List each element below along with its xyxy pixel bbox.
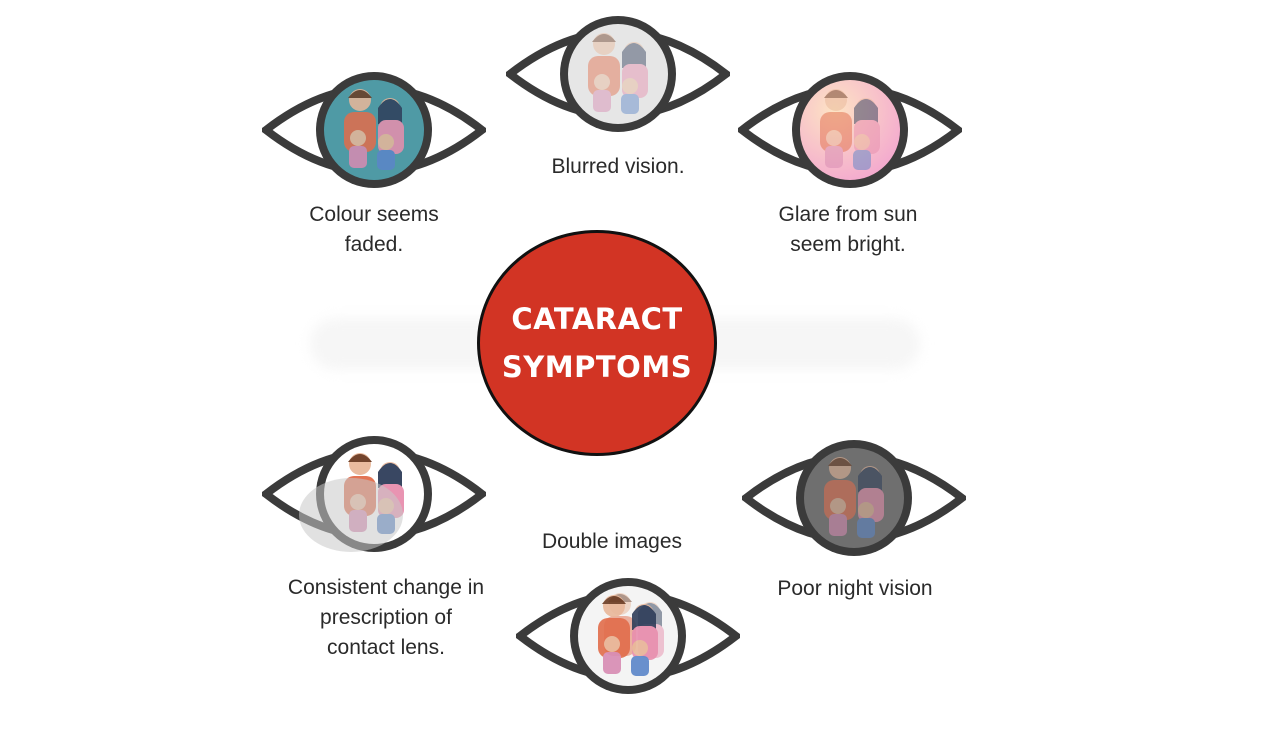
symptom-label-lens-change: Consistent change in prescription of con… xyxy=(287,576,485,659)
eye-glare-icon xyxy=(738,68,962,192)
center-title: CATARACT SYMPTOMS xyxy=(501,302,693,384)
eye-faded-icon xyxy=(262,68,486,192)
contact-lens-overlay xyxy=(299,478,403,552)
symptom-label-double: Double images xyxy=(541,530,683,553)
eye-night-icon xyxy=(742,436,966,560)
eye-blurred-icon xyxy=(506,12,730,136)
symptom-label-glare: Glare from sun seem bright. xyxy=(778,203,918,256)
symptom-label-night: Poor night vision xyxy=(777,577,933,600)
eye-double-icon xyxy=(516,574,740,698)
symptom-label-blurred: Blurred vision. xyxy=(551,155,685,178)
center-title-circle: CATARACT SYMPTOMS xyxy=(477,230,717,456)
symptom-label-faded: Colour seems faded. xyxy=(309,203,439,256)
